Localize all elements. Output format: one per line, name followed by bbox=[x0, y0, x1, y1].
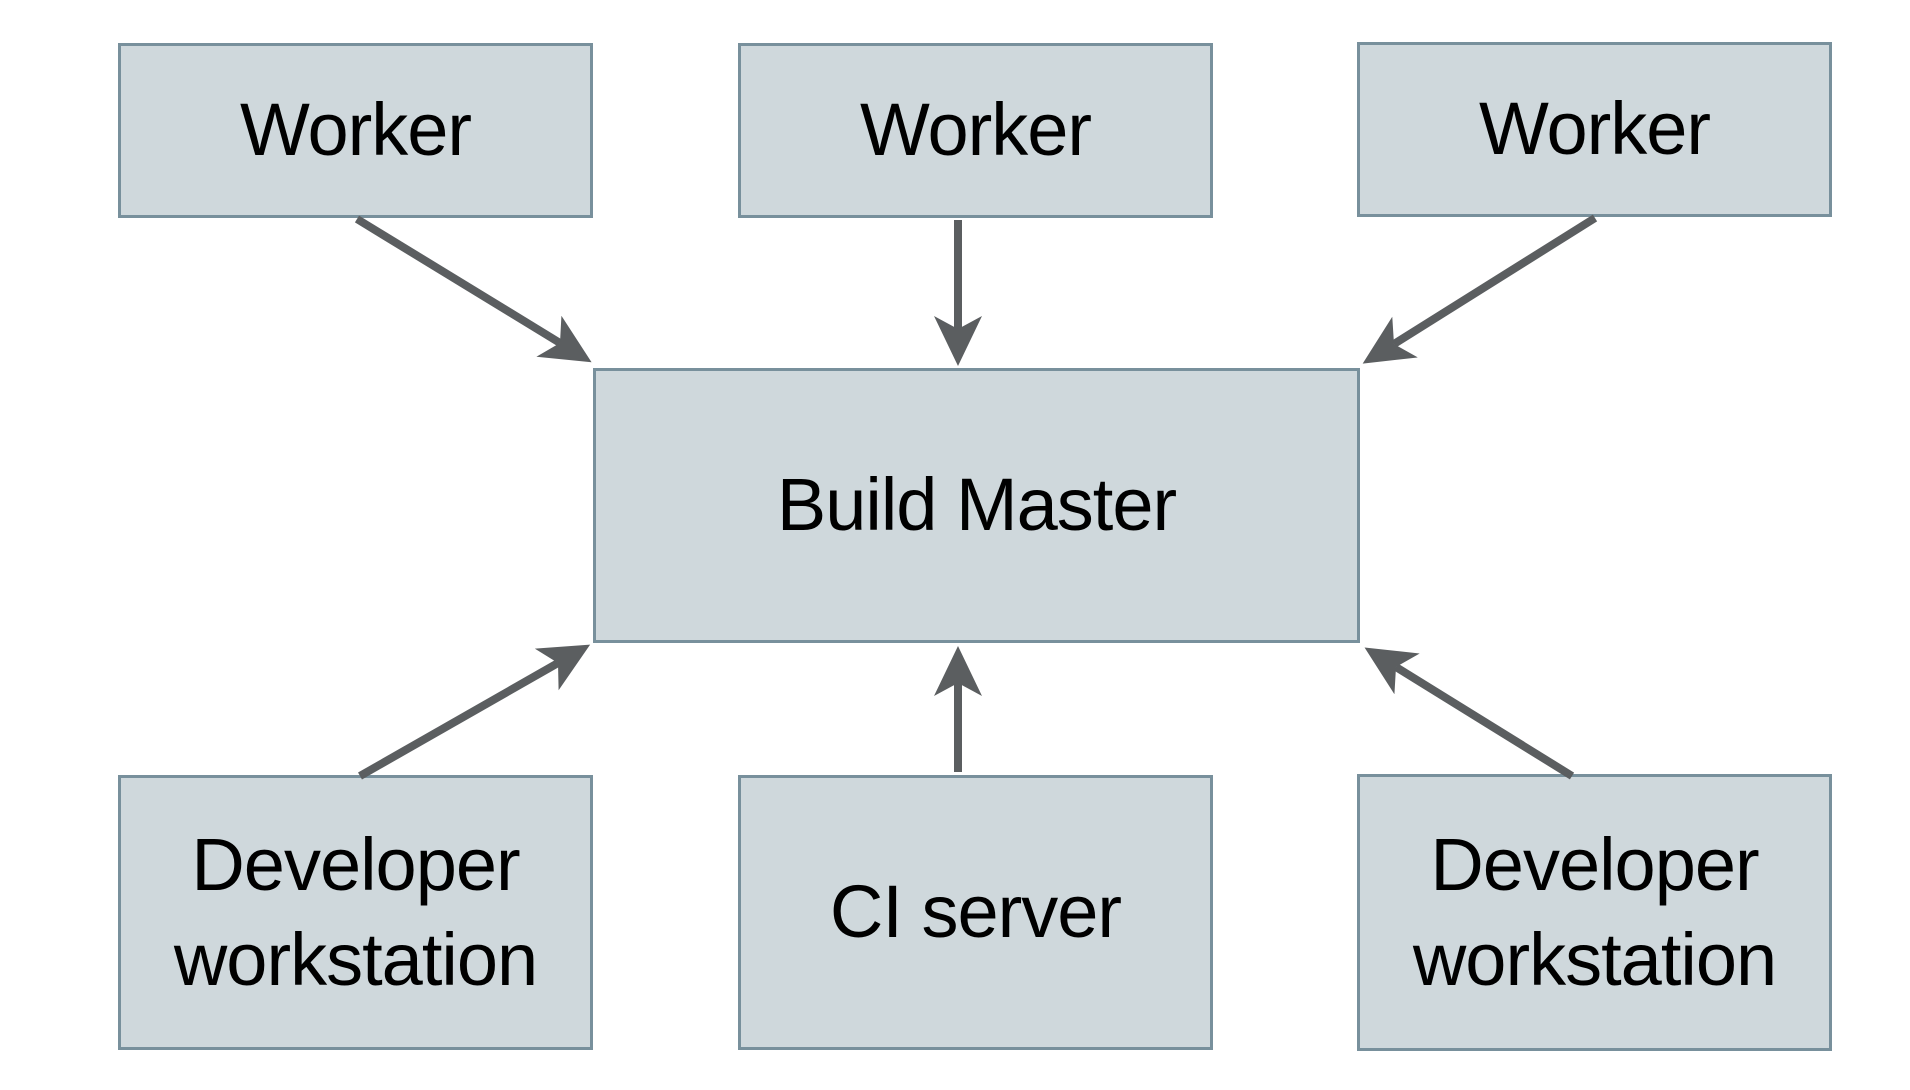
arrow-dev-workstation-left-to-build-master bbox=[358, 644, 591, 780]
node-worker-3: Worker bbox=[1357, 42, 1832, 217]
node-worker-3-label: Worker bbox=[1478, 87, 1711, 171]
node-worker-1: Worker bbox=[118, 43, 593, 218]
node-worker-2-label: Worker bbox=[859, 88, 1092, 172]
node-ci-server: CI server bbox=[738, 775, 1213, 1050]
node-dev-workstation-right: Developer workstation bbox=[1357, 774, 1832, 1051]
node-dev-workstation-left-label: Developer workstation bbox=[173, 822, 538, 1001]
node-dev-workstation-left: Developer workstation bbox=[118, 775, 593, 1050]
node-worker-1-label: Worker bbox=[239, 88, 472, 172]
node-ci-server-label: CI server bbox=[829, 870, 1122, 954]
node-build-master-label: Build Master bbox=[776, 463, 1177, 547]
arrow-dev-workstation-right-to-build-master bbox=[1364, 647, 1575, 780]
node-dev-workstation-right-label: Developer workstation bbox=[1412, 822, 1777, 1001]
node-worker-2: Worker bbox=[738, 43, 1213, 218]
node-build-master: Build Master bbox=[593, 368, 1360, 643]
arrow-worker-1-to-build-master bbox=[354, 215, 592, 363]
arrow-worker-3-to-build-master bbox=[1362, 214, 1598, 364]
